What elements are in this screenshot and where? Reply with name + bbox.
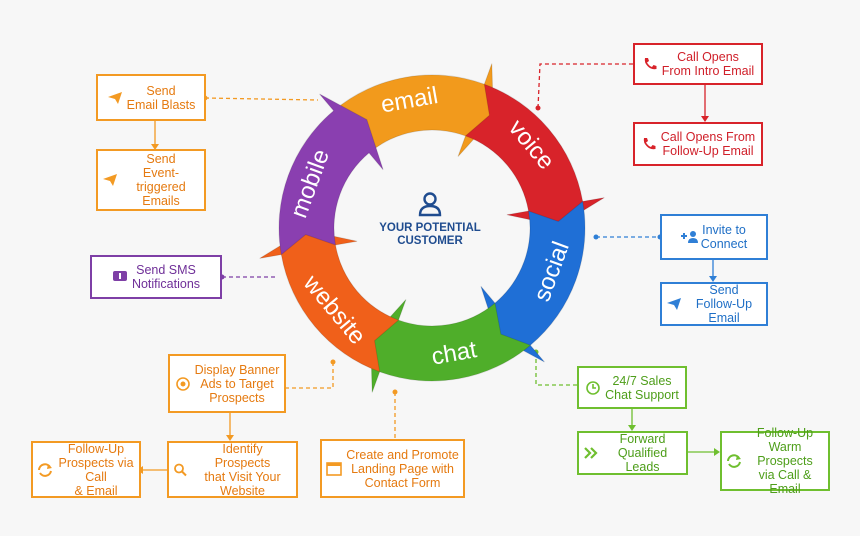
box-label: Send SMS Notifications [131, 263, 201, 291]
box-label: Follow-Up Warm Prospects via Call & Emai… [756, 426, 814, 496]
search-icon [173, 463, 189, 477]
paper-plane-icon [666, 297, 682, 311]
box-send-sms: Send SMS Notifications [90, 255, 222, 299]
ring-arrow-mobile [278, 93, 384, 256]
flow-arrows [141, 83, 716, 471]
box-send-email-blasts: Send Email Blasts [96, 74, 206, 121]
box-identify-prospects: Identify Prospects that Visit Your Websi… [167, 441, 298, 498]
connector-email [204, 97, 319, 101]
box-landing-page: Create and Promote Landing Page with Con… [320, 439, 465, 498]
box-label: Identify Prospects that Visit Your Websi… [204, 441, 281, 498]
box-label: Send Email Blasts [126, 83, 196, 112]
box-label: Send Event-triggered Emails [136, 152, 186, 208]
box-invite-connect: Invite to Connect [660, 214, 768, 260]
box-label: Forward Qualified Leads [617, 432, 668, 474]
box-forward-leads: Forward Qualified Leads [577, 431, 688, 475]
box-label: Invite to Connect [700, 223, 748, 251]
box-send-followup-email: Send Follow-Up Email [660, 282, 768, 326]
paper-plane-icon [107, 91, 123, 105]
refresh-icon [726, 454, 742, 468]
box-label: 24/7 Sales Chat Support [605, 373, 679, 402]
box-label: Create and Promote Landing Page with Con… [346, 447, 459, 490]
box-label: Send Follow-Up Email [695, 283, 753, 325]
target-icon [175, 376, 191, 391]
paper-plane-icon [102, 173, 118, 187]
sms-icon [112, 270, 128, 284]
box-follow-up-call-email: Follow-Up Prospects via Call & Email [31, 441, 141, 498]
center-customer: YOUR POTENTIAL CUSTOMER [360, 190, 500, 248]
phone-icon [642, 57, 658, 71]
connector-website-banner [286, 362, 334, 389]
flow-arrowheads [137, 116, 720, 474]
browser-window-icon [326, 461, 343, 476]
box-follow-up-warm: Follow-Up Warm Prospects via Call & Emai… [720, 426, 830, 496]
box-label: Follow-Up Prospects via Call & Email [58, 441, 134, 498]
double-chevron-icon [583, 446, 599, 460]
box-label: Call Opens From Intro Email [661, 50, 755, 78]
box-label: Display Banner Ads to Target Prospects [194, 362, 280, 405]
refresh-icon [37, 462, 53, 477]
add-user-icon [680, 230, 698, 244]
clock-icon [585, 380, 601, 395]
phone-icon [641, 137, 657, 151]
user-icon [418, 192, 442, 217]
connector-chat [535, 352, 577, 386]
box-label: Call Opens From Follow-Up Email [660, 130, 756, 158]
box-chat-support: 24/7 Sales Chat Support [577, 366, 687, 409]
center-title: YOUR POTENTIAL CUSTOMER [379, 222, 481, 247]
box-send-event-triggered: Send Event-triggered Emails [96, 149, 206, 211]
box-call-followup: Call Opens From Follow-Up Email [633, 122, 763, 166]
box-display-banner: Display Banner Ads to Target Prospects [168, 354, 286, 413]
connector-voice [537, 63, 633, 109]
box-call-intro: Call Opens From Intro Email [633, 43, 763, 85]
